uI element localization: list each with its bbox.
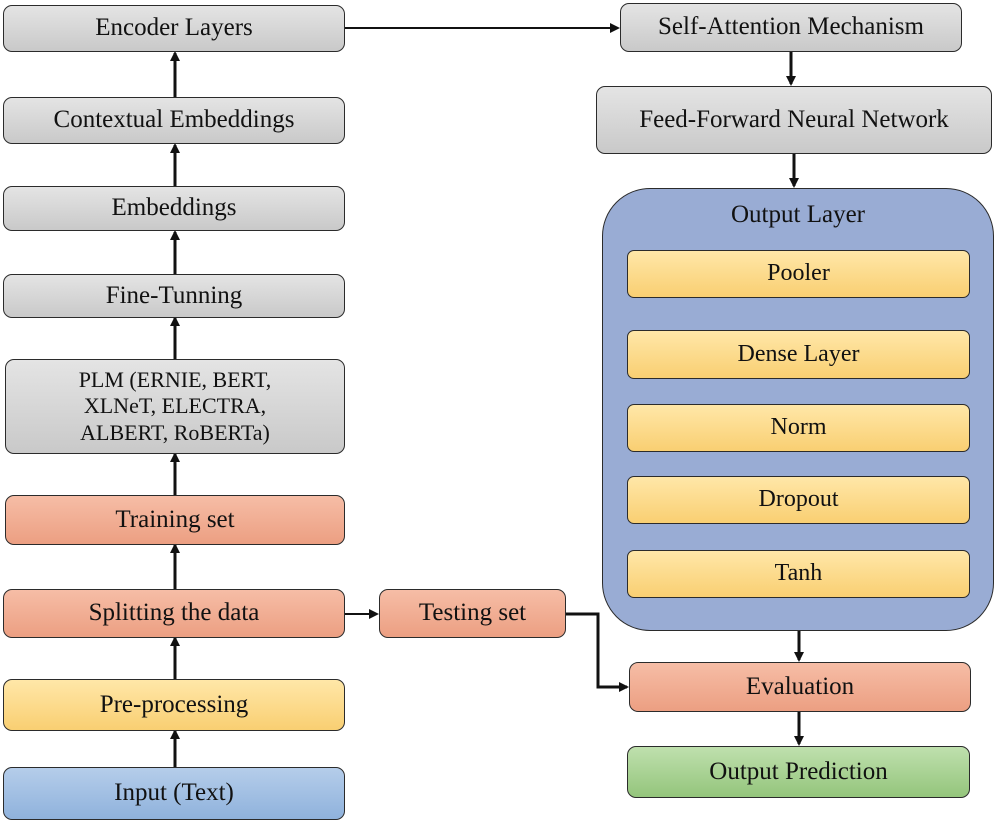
pre-processing-box: Pre-processing — [3, 679, 345, 731]
contextual-embeddings-box: Contextual Embeddings — [3, 97, 345, 144]
plm-label-line2: XLNeT, ELECTRA, — [83, 393, 267, 419]
arrow-testing-to-evaluation — [566, 612, 629, 692]
splitting-data-label: Splitting the data — [88, 599, 260, 627]
self-attention-label: Self-Attention Mechanism — [658, 13, 924, 41]
pooler-box: Pooler — [627, 250, 970, 298]
pre-processing-label: Pre-processing — [99, 690, 249, 718]
encoder-layers-label: Encoder Layers — [95, 14, 253, 42]
dropout-label: Dropout — [758, 486, 839, 513]
pooler-label: Pooler — [767, 260, 830, 287]
tanh-box: Tanh — [627, 550, 970, 598]
input-text-box: Input (Text) — [3, 767, 345, 820]
tanh-label: Tanh — [774, 560, 823, 587]
output-prediction-label: Output Prediction — [709, 757, 888, 785]
embeddings-label: Embeddings — [111, 194, 237, 222]
splitting-data-box: Splitting the data — [3, 589, 345, 638]
training-set-label: Training set — [115, 505, 235, 533]
output-layer-title: Output Layer — [731, 201, 865, 228]
dropout-box: Dropout — [627, 476, 970, 524]
fine-tunning-box: Fine-Tunning — [3, 274, 345, 318]
evaluation-label: Evaluation — [745, 672, 855, 700]
dense-layer-label: Dense Layer — [737, 340, 860, 367]
evaluation-box: Evaluation — [629, 662, 971, 712]
plm-label-line3: ALBERT, RoBERTa) — [80, 419, 270, 445]
training-set-box: Training set — [5, 495, 345, 545]
norm-label: Norm — [770, 414, 827, 441]
ffnn-label: Feed-Forward Neural Network — [639, 105, 949, 133]
ffnn-box: Feed-Forward Neural Network — [596, 86, 992, 154]
embeddings-box: Embeddings — [3, 186, 345, 231]
testing-set-box: Testing set — [379, 589, 566, 638]
plm-box: PLM (ERNIE, BERT, XLNeT, ELECTRA, ALBERT… — [5, 359, 345, 454]
norm-box: Norm — [627, 404, 970, 452]
self-attention-box: Self-Attention Mechanism — [620, 3, 962, 52]
input-text-label: Input (Text) — [114, 779, 234, 807]
testing-set-label: Testing set — [418, 599, 527, 627]
output-prediction-box: Output Prediction — [627, 746, 970, 798]
dense-layer-box: Dense Layer — [627, 330, 970, 379]
fine-tunning-label: Fine-Tunning — [105, 281, 243, 309]
plm-label-line1: PLM (ERNIE, BERT, — [78, 366, 272, 392]
encoder-layers-box: Encoder Layers — [3, 5, 345, 52]
contextual-embeddings-label: Contextual Embeddings — [53, 106, 295, 134]
